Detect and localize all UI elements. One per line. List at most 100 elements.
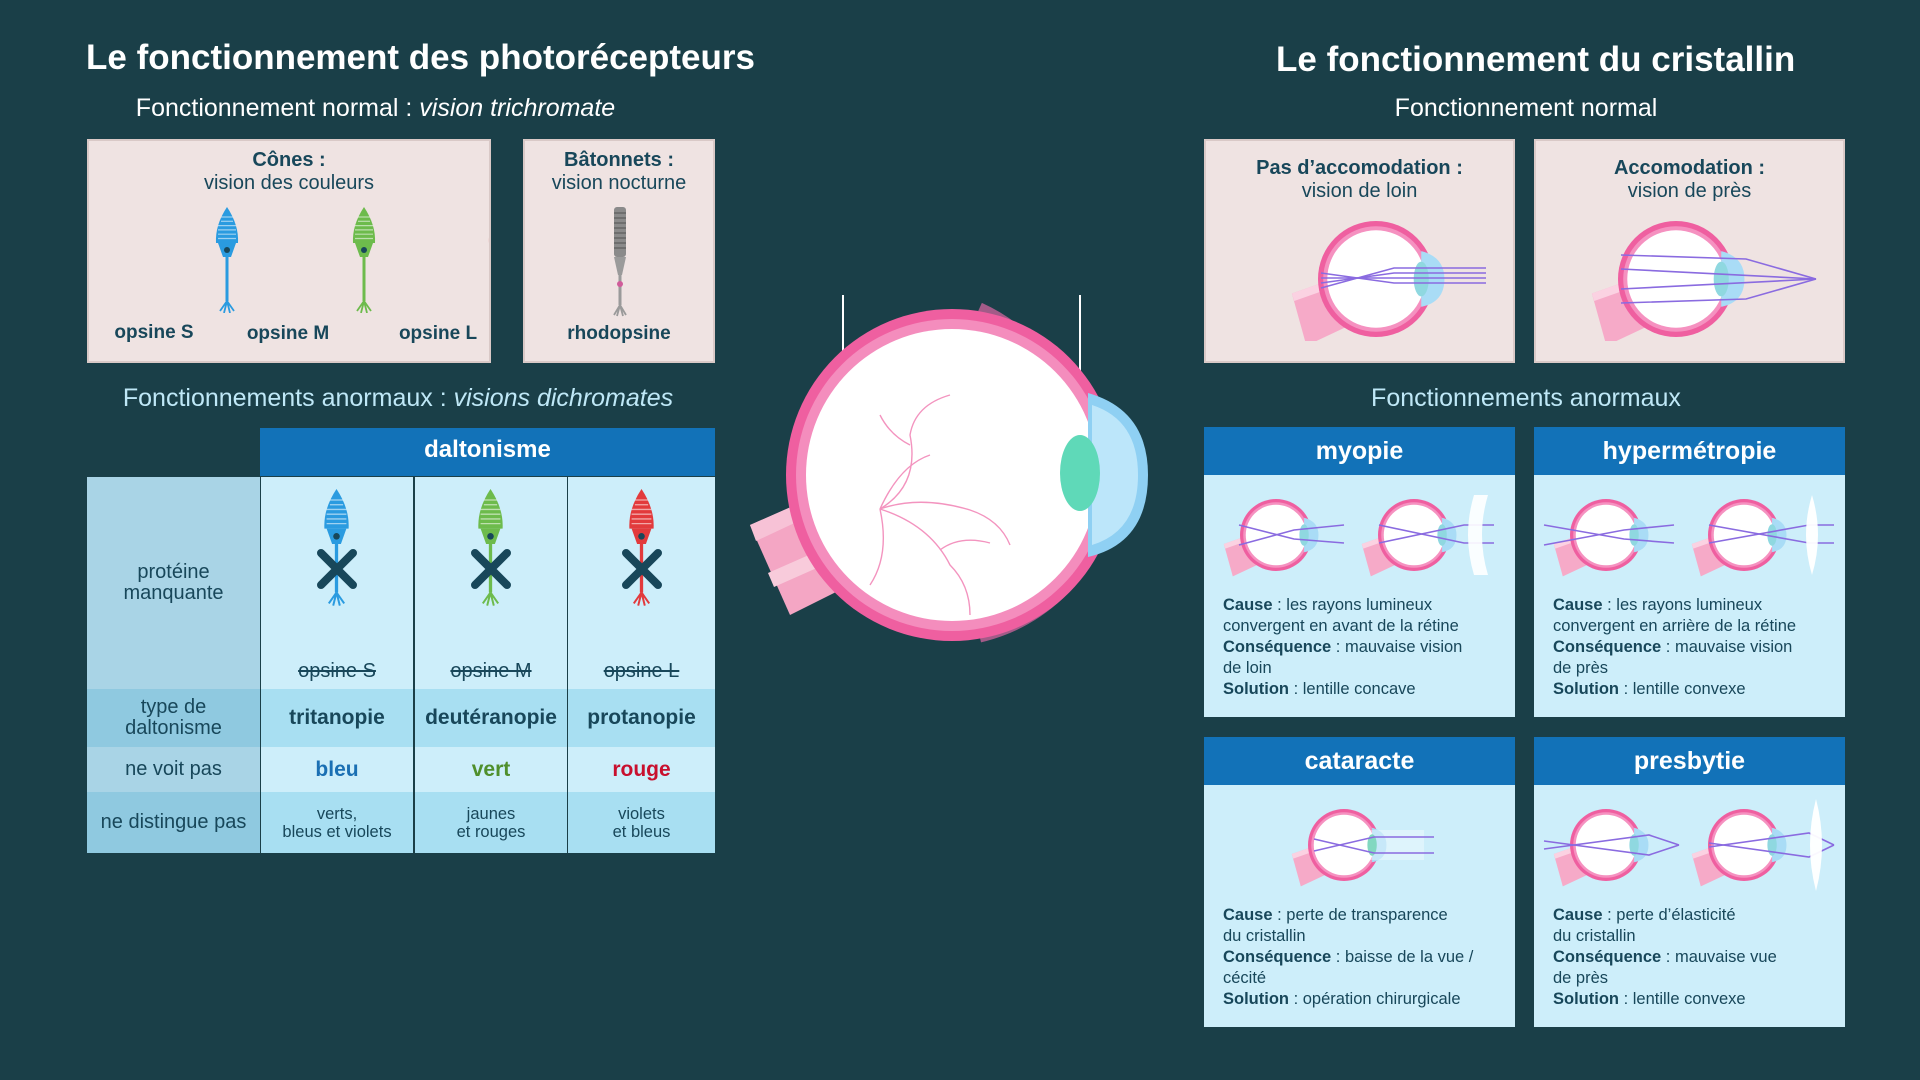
table-cell-missing-s: opsine S: [261, 477, 413, 689]
card-line-key: Solution: [1553, 680, 1619, 698]
left-title: Le fonctionnement des photorécepteurs: [86, 38, 755, 77]
crossed-cone-l-icon: [621, 489, 662, 606]
table-cell-not-seen-s: bleu: [261, 747, 413, 792]
card-line: Conséquence : mauvaise vision: [1223, 637, 1515, 658]
card-line-text: cécité: [1223, 969, 1267, 987]
card-line-text: de près: [1553, 969, 1609, 987]
row-label-not-seen: ne voit pas: [87, 747, 260, 792]
card-line-text: du cristallin: [1223, 927, 1306, 945]
table-cell-confuses-l: violets et bleus: [568, 792, 715, 853]
near-vision-title: Accomodation :: [1613, 157, 1766, 179]
card-line-text: : lentille concave: [1288, 680, 1416, 698]
card-hyperopia: hypermétropie Cause : les rayons lumineu…: [1534, 427, 1845, 717]
cones-subtitle: vision des couleurs: [203, 172, 375, 194]
far-vision-title: Pas d’accomodation :: [1256, 157, 1463, 179]
normal-italic: vision trichromate: [419, 94, 616, 122]
table-col-l: opsine L protanopie rouge violets et ble…: [568, 477, 715, 853]
crossed-cone-s-icon: [317, 489, 357, 606]
card-line-text: : perte de transparence: [1272, 906, 1448, 924]
crossed-cone-m-icon: [471, 489, 511, 606]
card-line-key: Conséquence: [1223, 948, 1332, 966]
card-line: du cristallin: [1223, 926, 1515, 947]
card-line-key: Cause: [1553, 596, 1603, 614]
card-line-text: convergent en avant de la rétine: [1223, 617, 1459, 635]
card-line: convergent en arrière de la rétine: [1553, 616, 1845, 637]
table-cell-missing-m: opsine M: [415, 477, 567, 689]
card-line-key: Conséquence: [1553, 638, 1662, 656]
cones-panel: Cônes : vision des couleurs opsine S ops…: [87, 139, 491, 363]
card-line: de loin: [1223, 658, 1515, 679]
rods-panel: Bâtonnets : vision nocturne rhodopsine: [523, 139, 715, 363]
card-line-text: : lentille convexe: [1618, 990, 1746, 1008]
abnormal-prefix: Fonctionnements anormaux :: [122, 384, 454, 412]
normal-function-label: Fonctionnement normal : vision trichroma…: [88, 94, 663, 123]
card-line: du cristallin: [1553, 926, 1845, 947]
card-line: Cause : les rayons lumineux: [1223, 595, 1515, 616]
cone-m-icon: [352, 207, 376, 313]
table-col-s: opsine S tritanopie bleu verts, bleus et…: [261, 477, 413, 853]
card-line: Cause : perte d’élasticité: [1553, 905, 1845, 926]
missing-opsin-label: opsine S: [298, 660, 376, 682]
eye-illustration: [750, 295, 1148, 643]
abnormal-function-label: Fonctionnements anormaux : visions dichr…: [88, 384, 708, 413]
table-header: daltonisme: [260, 428, 715, 476]
card-line-text: : mauvaise vision: [1661, 638, 1793, 656]
row-label-missing: protéine manquante: [87, 477, 260, 689]
cataract-diagram: [1291, 809, 1434, 887]
card-line: Conséquence : mauvaise vision: [1553, 637, 1845, 658]
missing-opsin-label: opsine L: [603, 660, 680, 682]
row-label-type: type de daltonisme: [87, 689, 260, 747]
card-line-text: : les rayons lumineux: [1272, 596, 1433, 614]
table-cell-not-seen-l: rouge: [568, 747, 715, 792]
far-vision-subtitle: vision de loin: [1301, 180, 1418, 202]
row-label-confuses: ne distingue pas: [87, 792, 260, 853]
table-cell-type-l: protanopie: [568, 689, 715, 747]
card-line: convergent en avant de la rétine: [1223, 616, 1515, 637]
table-col-m: opsine M deutéranopie vert jaunes et rou…: [415, 477, 567, 853]
row-header-col: protéine manquante type de daltonisme ne…: [87, 477, 260, 853]
table-cell-confuses-m: jaunes et rouges: [415, 792, 567, 853]
table-cell-type-s: tritanopie: [261, 689, 413, 747]
far-vision-eye-icon: [1291, 221, 1486, 341]
rods-subtitle: vision nocturne: [551, 172, 687, 194]
cones-title: Cônes :: [252, 149, 326, 171]
card-line: cécité: [1223, 968, 1515, 989]
right-normal-label: Fonctionnement normal: [1394, 94, 1658, 122]
presbyopia-diagram: [1543, 799, 1835, 891]
card-line-text: : mauvaise vue: [1661, 948, 1777, 966]
cone-s-icon: [215, 207, 239, 313]
card-line: de près: [1553, 658, 1845, 679]
card-presbyopia-title: presbytie: [1534, 737, 1845, 785]
near-vision-eye-icon: [1591, 221, 1817, 341]
card-cataract-title: cataracte: [1204, 737, 1515, 785]
card-line: Solution : opération chirurgicale: [1223, 989, 1515, 1010]
card-line-text: : les rayons lumineux: [1602, 596, 1763, 614]
abnormal-italic: visions dichromates: [453, 384, 674, 412]
cone-s-label: opsine S: [114, 322, 194, 343]
near-vision-subtitle: vision de près: [1627, 180, 1752, 202]
missing-opsin-label: opsine M: [450, 660, 532, 682]
card-line-key: Solution: [1223, 990, 1289, 1008]
rod-icon: [613, 207, 627, 317]
card-line: Conséquence : baisse de la vue /: [1223, 947, 1515, 968]
cones-illustration: [215, 207, 489, 313]
rod-label: rhodopsine: [567, 323, 671, 344]
normal-prefix: Fonctionnement normal :: [135, 94, 420, 122]
card-line: Solution : lentille convexe: [1553, 679, 1845, 700]
far-vision-panel: Pas d’accomodation : vision de loin: [1204, 139, 1515, 363]
cone-l-label: opsine L: [398, 323, 478, 344]
card-line-text: de près: [1553, 659, 1609, 677]
card-line: Cause : les rayons lumineux: [1553, 595, 1845, 616]
right-title: Le fonctionnement du cristallin: [1276, 40, 1796, 79]
table-cell-type-m: deutéranopie: [415, 689, 567, 747]
card-myopia-title: myopie: [1204, 427, 1515, 475]
card-line-text: convergent en arrière de la rétine: [1553, 617, 1797, 635]
card-line-text: : lentille convexe: [1618, 680, 1746, 698]
card-line-text: : baisse de la vue /: [1331, 948, 1474, 966]
